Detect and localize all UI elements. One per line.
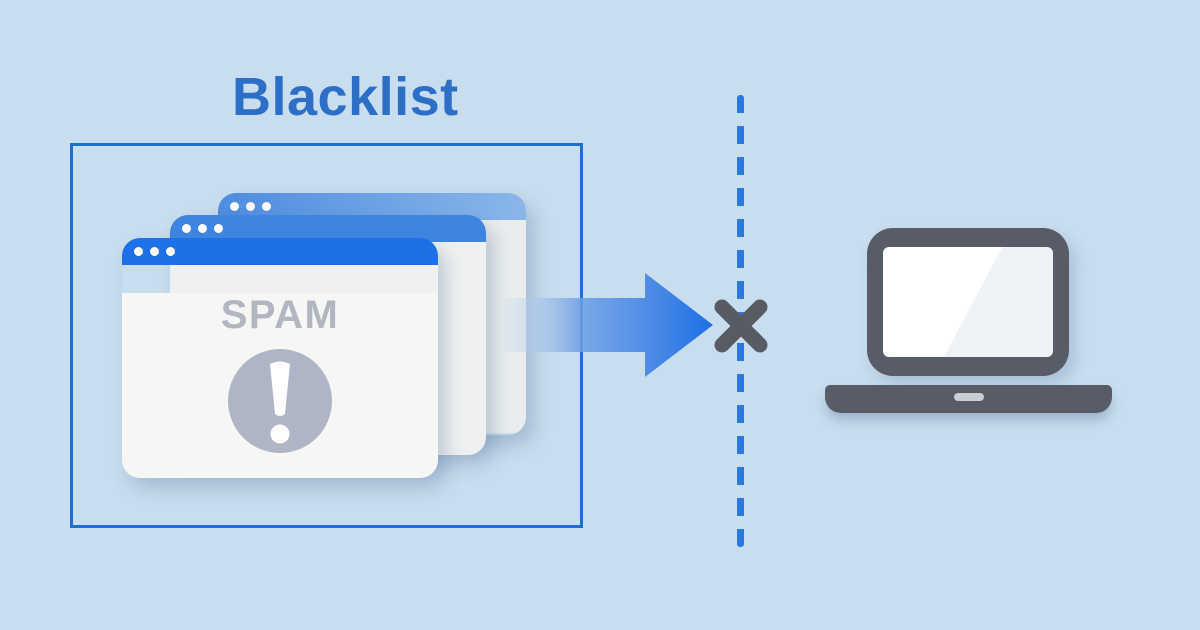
window-control-dot [150,247,159,256]
window-control-dot [134,247,143,256]
laptop-base [825,385,1112,413]
laptop-screen [883,247,1053,357]
warning-exclamation-icon [228,349,332,453]
window-control-dot [230,202,239,211]
window-control-dot [182,224,191,233]
spam-label: SPAM [220,293,340,337]
laptop-screen-frame [867,228,1069,376]
blacklist-title: Blacklist [232,67,459,127]
window-titlebar [122,238,438,265]
window-control-dot [198,224,207,233]
window-body: SPAM [122,293,438,478]
right-arrow-icon [505,273,713,377]
laptop-icon [825,228,1112,416]
window-control-dot [166,247,175,256]
spam-window-front: SPAM [122,238,438,478]
window-titlebar [170,215,486,242]
block-x-icon [714,299,768,353]
window-control-dot [214,224,223,233]
window-control-dot [262,202,271,211]
window-control-dot [246,202,255,211]
laptop-trackpad-notch [953,393,984,401]
